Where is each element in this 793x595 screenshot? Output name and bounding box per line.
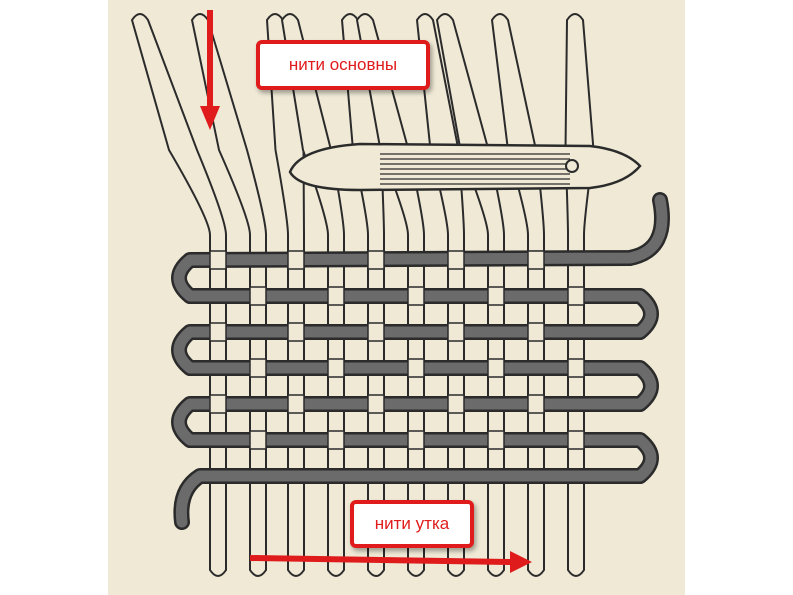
weft-threads-label-text: нити утка [374, 514, 450, 533]
warp-over-crossing [209, 394, 227, 414]
warp-over-crossing [567, 430, 585, 450]
warp-over-crossing [367, 322, 385, 342]
warp-over-crossing [447, 250, 465, 270]
warp-over-crossing [327, 286, 345, 306]
weft-threads-label: нити утка [350, 500, 474, 548]
warp-over-crossing [487, 430, 505, 450]
warp-over-crossing [487, 358, 505, 378]
weft-thread [173, 194, 668, 528]
warp-over-crossing [287, 394, 305, 414]
weave-illustration [130, 13, 670, 577]
warp-over-crossing [527, 394, 545, 414]
warp-threads-label: нити основны [256, 40, 430, 90]
warp-thread [130, 13, 227, 577]
warp-over-crossing [249, 358, 267, 378]
warp-over-crossing [447, 394, 465, 414]
warp-over-crossing [249, 286, 267, 306]
warp-over-crossing [367, 250, 385, 270]
warp-over-crossing [527, 250, 545, 270]
warp-over-crossing [527, 322, 545, 342]
warp-direction-arrow [200, 10, 220, 130]
warp-over-crossing [567, 286, 585, 306]
warp-over-crossing [447, 322, 465, 342]
warp-over-crossing [567, 358, 585, 378]
warp-over-crossing [327, 358, 345, 378]
warp-over-crossing [407, 286, 425, 306]
warp-over-crossing [407, 358, 425, 378]
warp-over-crossing [367, 394, 385, 414]
warp-over-crossing [209, 250, 227, 270]
shuttle-eye [565, 159, 579, 173]
weft-direction-arrow [249, 551, 532, 573]
warp-threads-label-text: нити основны [288, 55, 398, 74]
warp-over-crossing [407, 430, 425, 450]
warp-over-crossing [209, 322, 227, 342]
shuttle [288, 142, 642, 192]
warp-over-crossing [487, 286, 505, 306]
warp-over-crossing [327, 430, 345, 450]
warp-over-crossing [249, 430, 267, 450]
warp-over-crossing [287, 322, 305, 342]
warp-over-crossing [287, 250, 305, 270]
